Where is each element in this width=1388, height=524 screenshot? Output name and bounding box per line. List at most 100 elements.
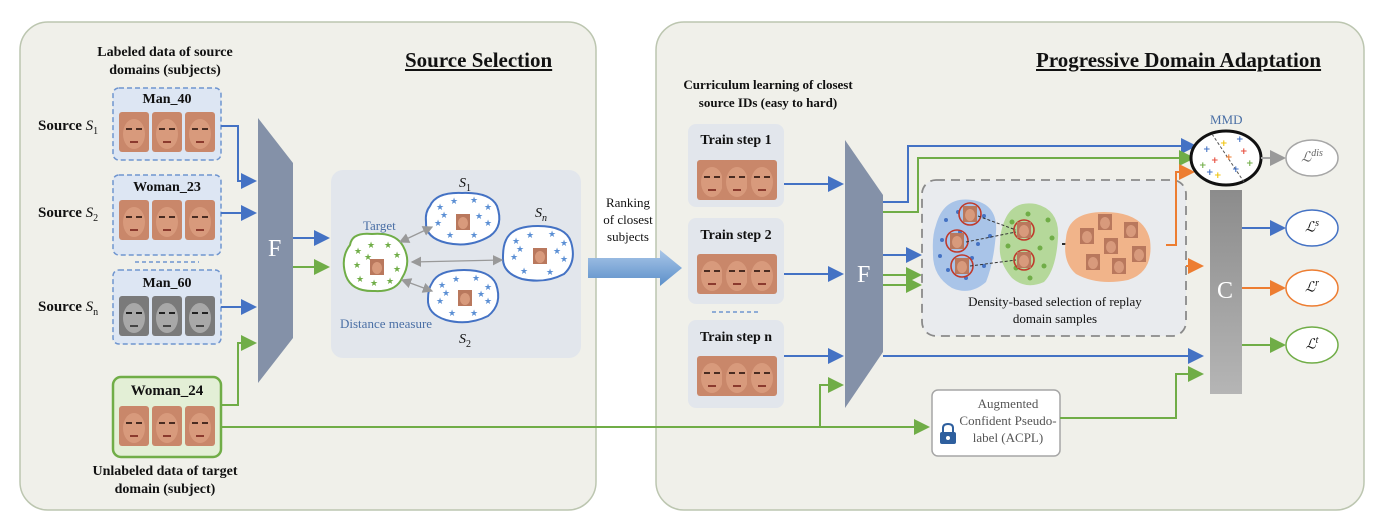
loss-dis-label: ℒdis [1301, 148, 1323, 166]
unlabeled-caption: Unlabeled data of target domain (subject… [70, 463, 260, 499]
replay-green-cluster [999, 203, 1059, 286]
arrow-replay-to-mmd [1166, 164, 1195, 246]
replay-link-1 [977, 215, 1017, 231]
svg-text:★: ★ [484, 297, 492, 307]
svg-text:★: ★ [440, 211, 448, 221]
ranking-arrow [588, 250, 682, 286]
svg-text:★: ★ [484, 219, 492, 229]
svg-text:★: ★ [436, 297, 444, 307]
svg-text:+: + [1220, 139, 1228, 149]
left-panel-title: Source Selection [405, 48, 553, 72]
source-n-label: Source Sn [38, 299, 99, 318]
svg-text:★: ★ [353, 261, 361, 271]
loss-s-ellipse [1285, 209, 1339, 247]
svg-text:★: ★ [434, 219, 442, 229]
replay-orange-cluster [1065, 212, 1151, 282]
loss-r-ellipse [1285, 269, 1339, 307]
target-to-f-right [819, 377, 844, 427]
target-cluster: ★★★★ ★★★★ ★★ [342, 232, 409, 293]
acpl-line-3: label (ACPL) [972, 430, 1044, 445]
acpl-line-1: Augmented [977, 396, 1039, 411]
svg-text:★: ★ [553, 247, 561, 257]
svg-text:★: ★ [438, 281, 446, 291]
unlabeled-caption-line-1: Unlabeled data of target [92, 464, 238, 479]
train-step-2-box [688, 218, 784, 304]
svg-text:★: ★ [510, 253, 518, 263]
train-step-1-label: Train step 1 [700, 133, 772, 148]
arrow-acpl-to-classifier [1060, 366, 1204, 419]
train-step-n-box [688, 320, 784, 408]
distance-measure-label: Distance measure [340, 316, 433, 331]
labeled-caption-line-1: Labeled data of source [97, 45, 233, 60]
svg-text:★: ★ [393, 265, 401, 275]
svg-text:★: ★ [560, 255, 568, 265]
svg-text:★: ★ [470, 231, 478, 241]
svg-text:★: ★ [470, 309, 478, 319]
svg-text:+: + [1214, 171, 1222, 181]
classifier-block [1210, 190, 1242, 394]
svg-text:★: ★ [384, 241, 392, 251]
acpl-line-2: Confident Pseudo- [959, 413, 1057, 428]
replay-link-2 [965, 231, 1017, 243]
source-box-woman-23 [112, 174, 222, 256]
arrow-target-to-f [221, 335, 257, 406]
svg-text:+: + [1211, 156, 1219, 166]
svg-text:+: + [1199, 161, 1207, 171]
classifier-label: C [1217, 278, 1234, 304]
svg-text:★: ★ [520, 267, 528, 277]
feature-extractor-left-label: F [268, 236, 282, 262]
svg-text:★: ★ [370, 279, 378, 289]
mmd-ellipse: +++ +++ +++ ++ [1189, 129, 1263, 187]
cluster-s1: ★★★★ ★★★★ ★★ [424, 191, 501, 246]
distance-target-s1 [398, 226, 434, 243]
svg-text:★: ★ [364, 253, 372, 263]
cluster-s1-label: S1 [459, 176, 471, 194]
train-step-2-label: Train step 2 [700, 228, 772, 243]
svg-text:★: ★ [367, 241, 375, 251]
svg-text:★: ★ [448, 309, 456, 319]
replay-link-3 [969, 259, 1017, 267]
loss-r-label: ℒr [1305, 278, 1319, 296]
cluster-s2: ★★★★ ★★★★ ★★ [426, 268, 500, 324]
source-box-man-40 [112, 87, 222, 161]
curriculum-caption: Curriculum learning of closest source ID… [668, 76, 868, 112]
svg-text:+: + [1206, 168, 1214, 178]
cluster-s2-label: S2 [459, 332, 471, 350]
svg-text:+: + [1203, 145, 1211, 155]
train-step-n-label: Train step n [699, 330, 773, 345]
svg-text:★: ★ [560, 239, 568, 249]
loss-t-ellipse [1285, 326, 1339, 364]
svg-text:+: + [1225, 153, 1233, 163]
ranking-caption: Ranking of closest subjects [588, 194, 668, 245]
svg-text:★: ★ [442, 289, 450, 299]
loss-s-label: ℒs [1305, 218, 1319, 236]
acpl-caption: Augmented Confident Pseudo- label (ACPL) [958, 395, 1058, 446]
arrow-f-to-mmd-green [883, 150, 1195, 213]
replay-line-2: domain samples [1012, 311, 1098, 326]
replay-blue-cluster [932, 199, 997, 291]
ranking-line-1: Ranking [605, 195, 651, 210]
source-n-name: Man_60 [142, 276, 192, 291]
feature-extractor-right-label: F [857, 262, 871, 288]
replay-caption: Density-based selection of replay domain… [930, 293, 1180, 327]
target-box-woman-24 [111, 375, 223, 459]
unlabeled-caption-line-2: domain (subject) [114, 482, 216, 497]
svg-text:★: ★ [475, 212, 483, 222]
svg-text:★: ★ [356, 275, 364, 285]
train-step-1-box [688, 124, 784, 207]
svg-text:★: ★ [393, 251, 401, 261]
source-2-name: Woman_23 [133, 180, 201, 195]
svg-text:★: ★ [452, 275, 460, 285]
cluster-sn: ★★★★ ★★★★ ★★ [501, 224, 574, 282]
svg-text:★: ★ [516, 245, 524, 255]
svg-text:★: ★ [484, 203, 492, 213]
svg-text:★: ★ [472, 274, 480, 284]
ranking-line-2: of closest [603, 212, 653, 227]
svg-text:★: ★ [450, 197, 458, 207]
labeled-caption-line-2: domains (subjects) [109, 63, 221, 78]
lock-icon [940, 422, 956, 444]
svg-text:★: ★ [484, 283, 492, 293]
loss-dis-ellipse [1285, 139, 1339, 177]
svg-text:★: ★ [548, 230, 556, 240]
